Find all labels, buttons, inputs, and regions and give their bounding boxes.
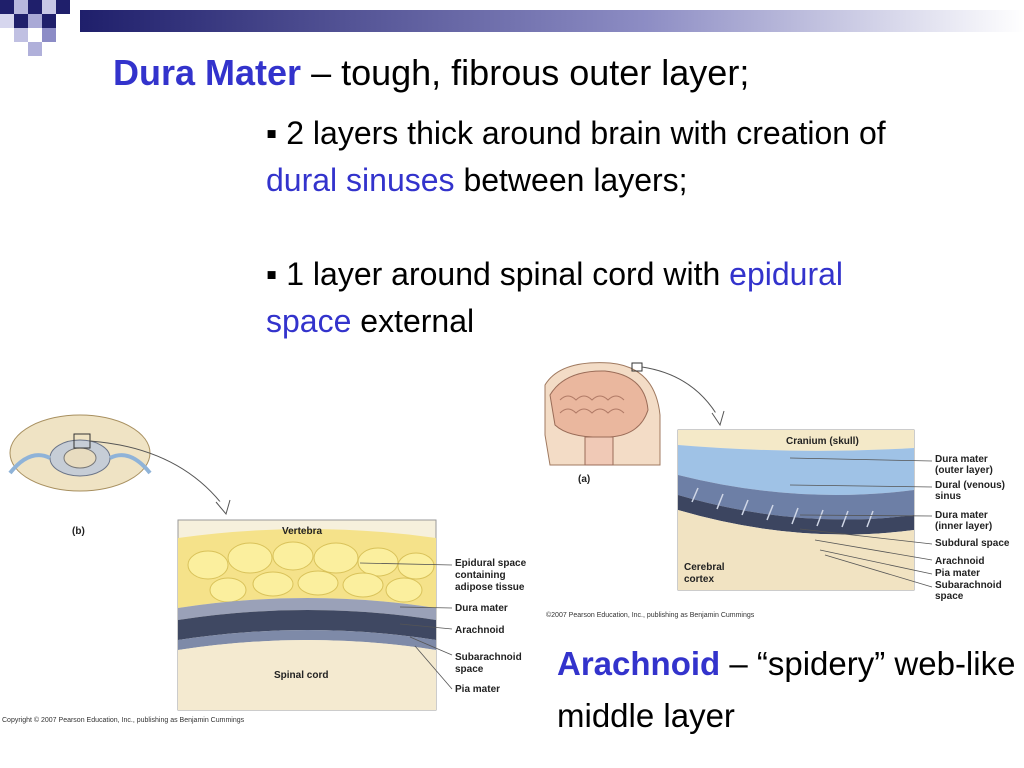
figure-spinal-meninges: (b) Vertebra Spinal cord [0,408,560,728]
dura-mater-description: – tough, fibrous outer layer; [301,52,750,93]
arachnoid-definition: Arachnoid – “spidery” web-like middle la… [557,638,1017,742]
bullet-marker: ▪ [266,115,287,151]
label-subdural: Subdural space [935,538,1010,549]
label-dura-b: Dura mater [455,603,508,614]
label-dural-sinus: Dural (venous)sinus [935,480,1005,502]
dura-mater-term: Dura Mater [113,52,302,93]
label-arachnoid-a: Arachnoid [935,556,984,567]
label-pia-a: Pia mater [935,568,980,579]
arachnoid-description: – “spidery” web-like middle layer [557,645,1016,734]
label-spinal-cord: Spinal cord [274,670,328,681]
bullet-brain: ▪ 2 layers thick around brain with creat… [266,115,886,198]
copyright-a: ©2007 Pearson Education, Inc., publishin… [546,611,755,619]
arachnoid-term: Arachnoid [557,645,721,682]
bullet-spinal-cord: ▪ 1 layer around spinal cord with epidur… [266,256,843,339]
bullet-marker: ▪ [266,256,287,292]
dural-sinuses-term: dural sinuses [266,162,455,198]
header-decoration [0,0,1024,60]
panel-label-a: (a) [578,474,590,485]
copyright-b: Copyright © 2007 Pearson Education, Inc.… [2,716,245,724]
label-pia-b: Pia mater [455,684,500,695]
header-squares-graphic [0,0,1024,56]
slide-title: Dura Mater – tough, fibrous outer layer; [113,52,749,94]
panel-label-b: (b) [72,526,85,537]
label-arachnoid-b: Arachnoid [455,625,504,636]
label-dura-outer: Dura mater(outer layer) [935,454,993,476]
spinal-meninges-illustration: (b) Vertebra Spinal cord [2,414,527,724]
label-vertebra: Vertebra [282,526,322,537]
epidural-space-term: epidural space [266,256,843,339]
label-dura-inner: Dura mater(inner layer) [935,510,992,532]
label-cranium: Cranium (skull) [786,436,859,447]
